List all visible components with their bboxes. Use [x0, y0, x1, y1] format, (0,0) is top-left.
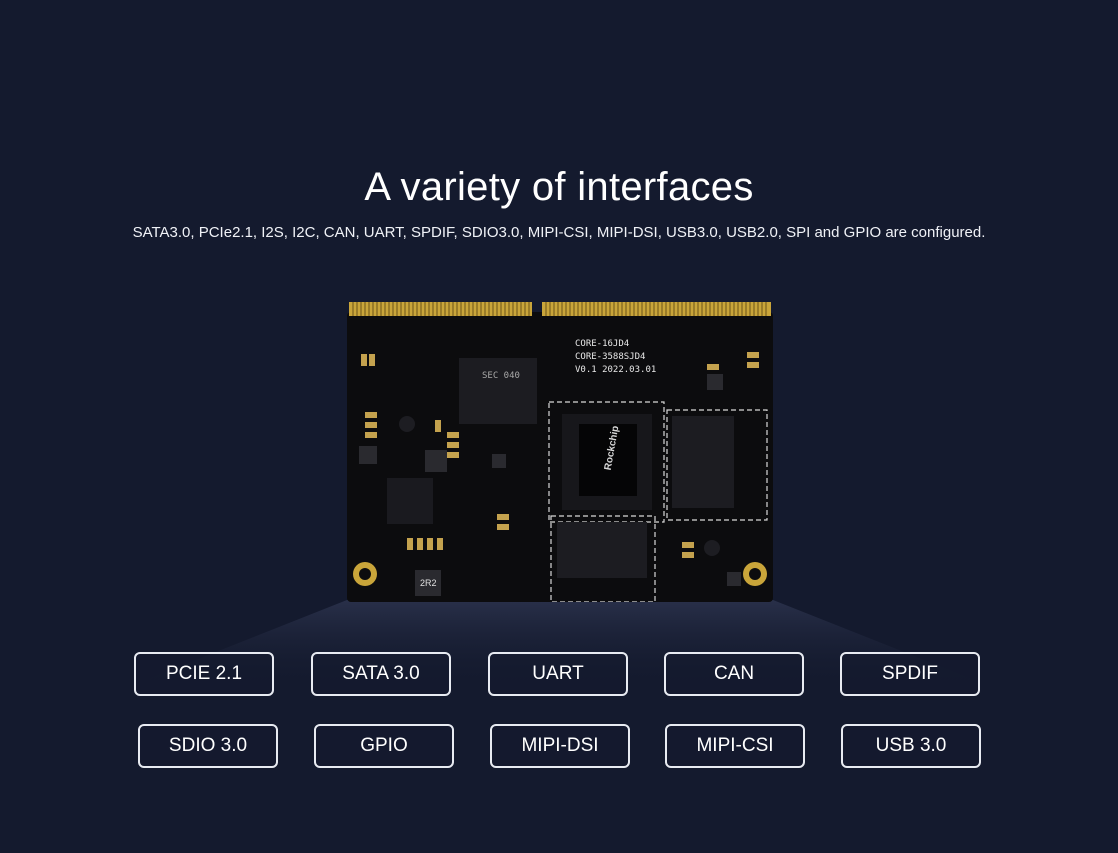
page-title: A variety of interfaces	[364, 164, 754, 209]
memory-label: SEC 040	[482, 371, 520, 381]
silkscreen-line-3: V0.1 2022.03.01	[575, 365, 656, 375]
gold-fingers	[349, 302, 771, 316]
core-board-image: CORE-16JD4 CORE-3588SJD4 V0.1 2022.03.01…	[347, 302, 773, 603]
interface-tag-usb[interactable]: USB 3.0	[841, 724, 981, 768]
interface-tag-mipi-csi[interactable]: MIPI-CSI	[665, 724, 805, 768]
silkscreen-line-2: CORE-3588SJD4	[575, 352, 645, 362]
silkscreen-line-1: CORE-16JD4	[575, 339, 629, 349]
interface-tag-pcie[interactable]: PCIE 2.1	[134, 652, 274, 696]
component-label: 2R2	[420, 578, 437, 588]
interface-tag-sdio[interactable]: SDIO 3.0	[138, 724, 278, 768]
interface-tag-mipi-dsi[interactable]: MIPI-DSI	[490, 724, 630, 768]
interface-tag-uart[interactable]: UART	[488, 652, 628, 696]
page-subtitle: SATA3.0, PCIe2.1, I2S, I2C, CAN, UART, S…	[132, 224, 986, 241]
interface-tag-can[interactable]: CAN	[664, 652, 804, 696]
interface-tag-gpio[interactable]: GPIO	[314, 724, 454, 768]
interface-tag-sata[interactable]: SATA 3.0	[311, 652, 451, 696]
interface-tag-spdif[interactable]: SPDIF	[840, 652, 980, 696]
